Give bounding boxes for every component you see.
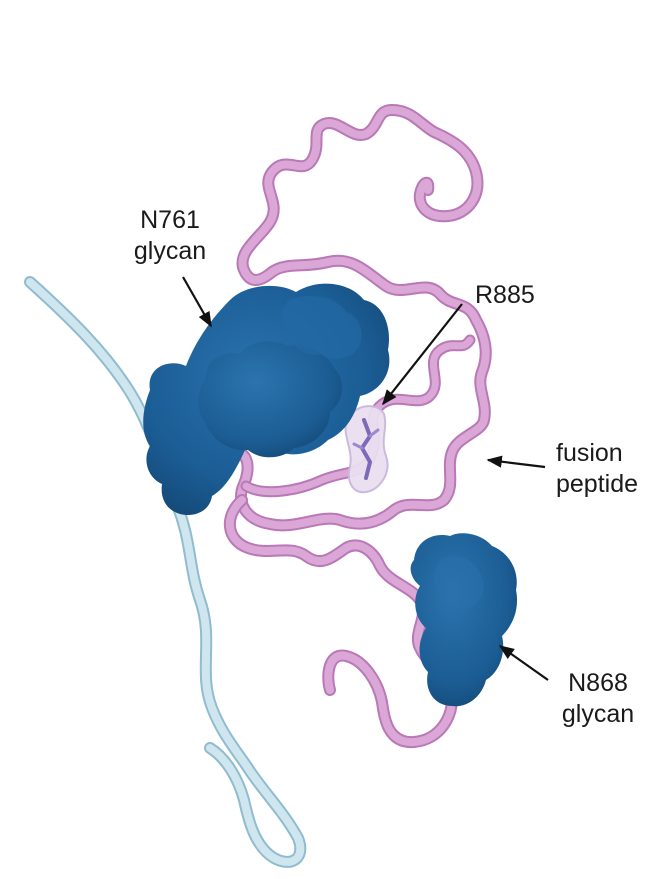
label-fusion-line1: fusion [556,439,623,467]
label-fusion-peptide: fusion peptide [556,438,638,500]
label-n868-line2: glycan [561,700,635,728]
arrow-n761 [182,276,212,328]
light-blue-chain [24,276,307,868]
annotation-arrows [182,276,549,681]
label-n761-glycan: N761 glycan [120,205,220,267]
arrow-fusion-peptide [486,455,546,469]
n868-glycan [410,533,518,707]
r885-residue [344,405,389,494]
label-fusion-line2: peptide [556,470,639,498]
label-n868-line1: N868 [568,669,628,697]
label-n761-line1: N761 [140,206,200,234]
label-r885: R885 [475,281,535,309]
n761-glycan [143,283,390,516]
label-n761-line2: glycan [133,237,207,265]
label-n868-glycan: N868 glycan [548,668,648,730]
arrow-n868 [498,645,549,681]
pink-chain [223,104,492,749]
arrow-r885 [382,303,463,406]
